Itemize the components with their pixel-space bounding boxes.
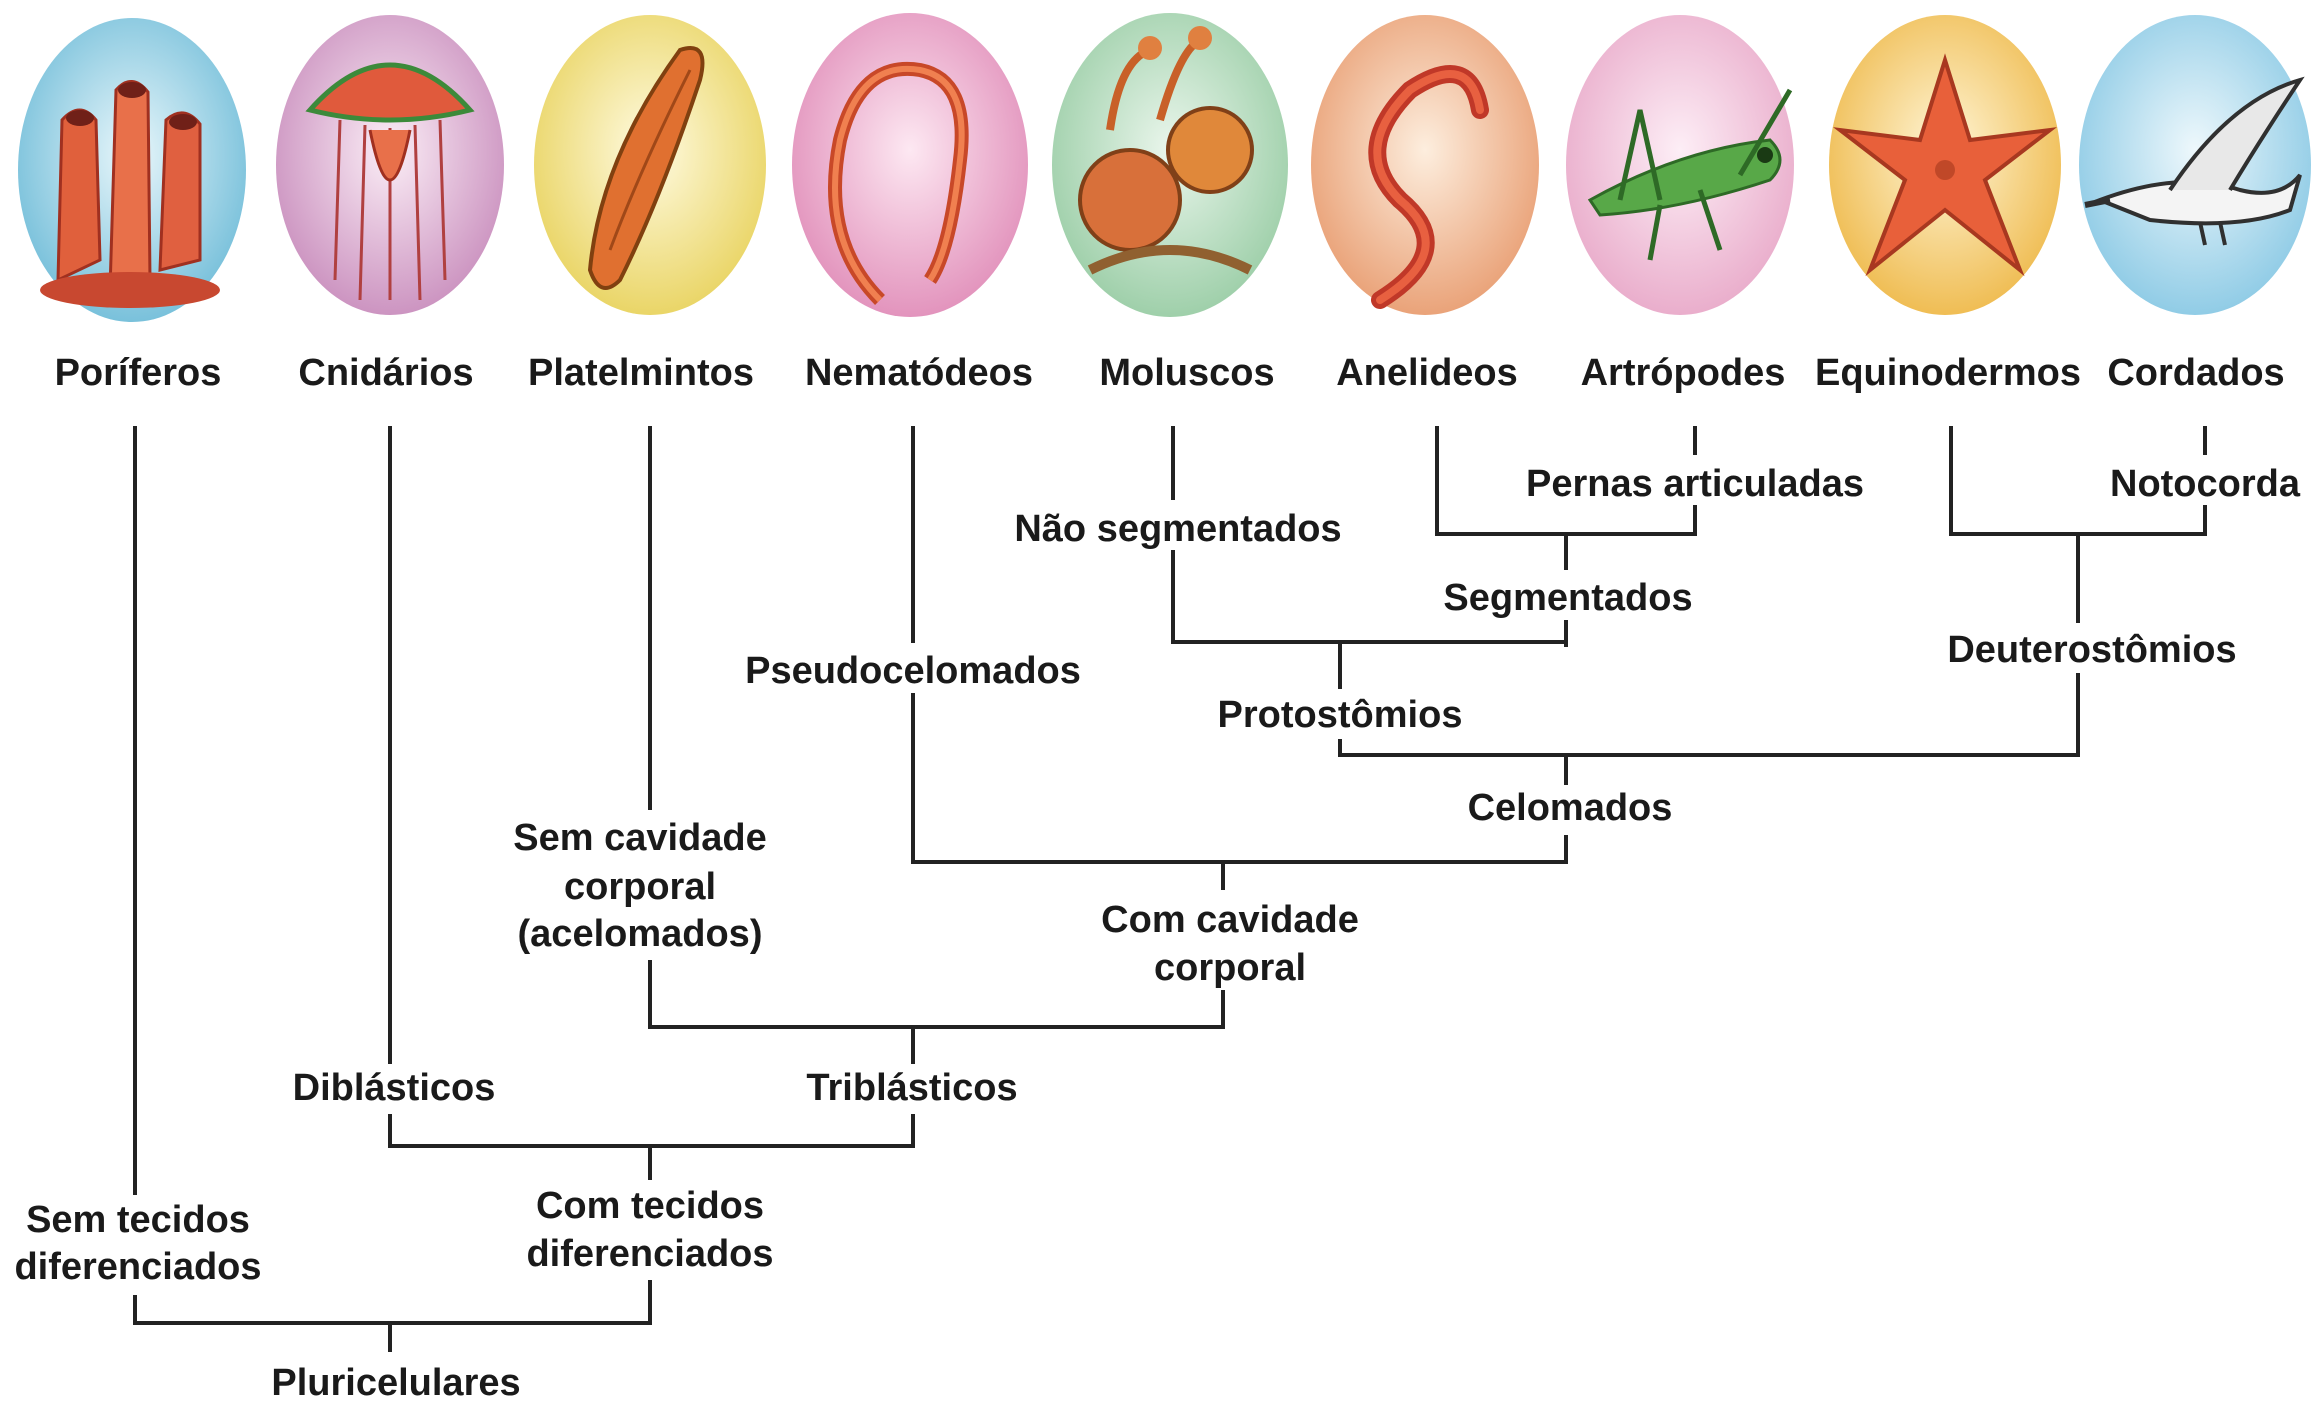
bird-icon xyxy=(2079,15,2311,315)
trait-nao-segmentados: Não segmentados xyxy=(1014,508,1341,550)
trait-sem-cavidade-line3: (acelomados) xyxy=(518,913,763,955)
trait-labels: Pernas articuladas Notocorda Não segment… xyxy=(14,455,2300,1404)
grasshopper-icon xyxy=(1566,15,1794,315)
taxon-label-platelmintos: Platelmintos xyxy=(528,352,754,394)
trait-com-cavidade-line1: Com cavidade xyxy=(1101,899,1359,941)
trait-segmentados: Segmentados xyxy=(1443,577,1692,619)
trait-diblasticos: Diblásticos xyxy=(293,1067,496,1109)
trait-com-cavidade-line2: corporal xyxy=(1154,947,1306,989)
earthworm-icon xyxy=(1311,15,1539,315)
trait-com-tecidos-line1: Com tecidos xyxy=(536,1185,764,1227)
tree-branches xyxy=(135,428,2205,1350)
trait-sem-tecidos-line1: Sem tecidos xyxy=(26,1199,250,1241)
taxon-label-moluscos: Moluscos xyxy=(1099,352,1274,394)
roundworm-icon xyxy=(792,13,1028,317)
taxon-label-cnidarios: Cnidários xyxy=(298,352,473,394)
flatworm-icon xyxy=(534,15,766,315)
jellyfish-icon xyxy=(276,15,504,315)
trait-deuterostomios: Deuterostômios xyxy=(1947,629,2236,671)
trait-notocorda: Notocorda xyxy=(2110,463,2301,505)
trait-sem-cavidade-line2: corporal xyxy=(564,866,716,908)
trait-pluricelulares: Pluricelulares xyxy=(271,1362,520,1404)
trait-protostomios: Protostômios xyxy=(1218,694,1463,736)
sponge-icon xyxy=(18,18,246,322)
trait-pseudocelomados: Pseudocelomados xyxy=(745,650,1081,692)
mollusc-icon xyxy=(1052,13,1288,317)
taxon-label-equinodermos: Equinodermos xyxy=(1815,352,2081,394)
taxon-label-cordados: Cordados xyxy=(2107,352,2284,394)
trait-sem-tecidos-line2: diferenciados xyxy=(14,1246,261,1288)
trait-celomados: Celomados xyxy=(1468,787,1673,829)
taxon-label-artropodes: Artrópodes xyxy=(1581,352,1786,394)
trait-com-tecidos-line2: diferenciados xyxy=(526,1233,773,1275)
taxon-label-nematodeos: Nematódeos xyxy=(805,352,1033,394)
trait-triblasticos: Triblásticos xyxy=(806,1067,1017,1109)
trait-pernas-articuladas: Pernas articuladas xyxy=(1526,463,1864,505)
starfish-icon xyxy=(1829,15,2061,315)
taxon-label-anelideos: Anelideos xyxy=(1336,352,1518,394)
taxon-label-poriferos: Poríferos xyxy=(55,352,222,394)
trait-sem-cavidade-line1: Sem cavidade xyxy=(513,817,766,859)
